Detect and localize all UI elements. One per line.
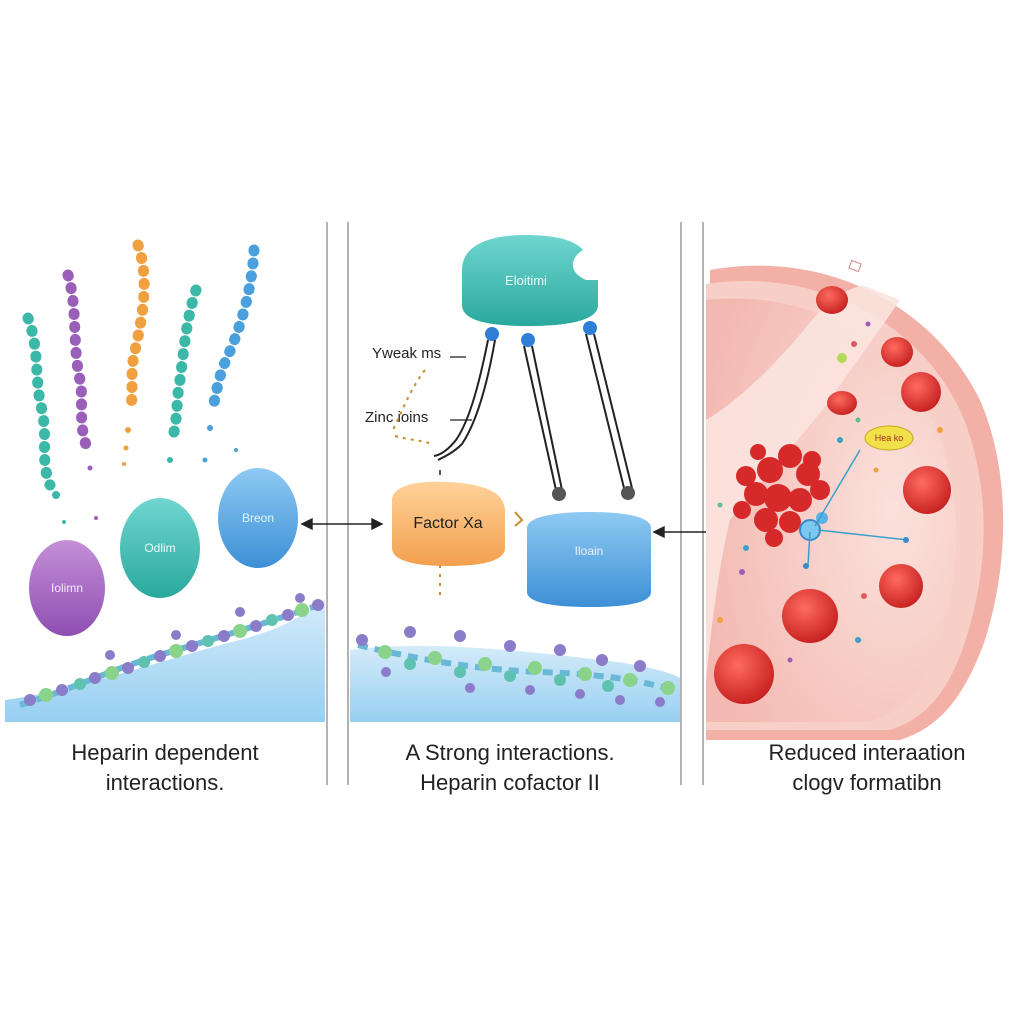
right-panel: Hea ko xyxy=(706,259,1004,740)
dotted-link xyxy=(391,369,426,433)
caption-middle: A Strong interactions. Heparin cofactor … xyxy=(350,738,670,798)
blob-label-teal: Odlim xyxy=(144,541,175,555)
protein-blob-purple: Iolimn xyxy=(29,540,105,636)
tether-end xyxy=(552,487,566,501)
caption-right-line-1: Reduced interaation xyxy=(768,740,966,765)
heparin-chain-middle xyxy=(356,626,675,707)
tag-label: Hea ko xyxy=(875,433,904,443)
tether-end xyxy=(621,486,635,500)
blob-label-blue: Breon xyxy=(242,511,274,525)
caption-left-line-1: Heparin dependent xyxy=(71,740,259,765)
heparin-strands xyxy=(22,239,260,491)
label-weak: Yweak ms xyxy=(372,345,441,362)
middle-panel: Eloitimi Yweak ms Zinc ioins Factor Xa xyxy=(350,235,680,722)
water-surface-middle xyxy=(350,645,680,722)
caption-left-line-2: interactions. xyxy=(105,770,225,795)
binding-molecule xyxy=(799,449,909,569)
water-surface-left xyxy=(5,600,325,722)
heparin-chain-left xyxy=(19,593,324,708)
tether-lines xyxy=(433,333,633,491)
dotted-link xyxy=(514,511,524,527)
double-arrow-left xyxy=(300,517,384,531)
caption-right: Reduced interaation clogv formatibn xyxy=(712,738,1022,798)
bottom-protein-label: Iloain xyxy=(575,544,604,558)
top-protein: Eloitimi xyxy=(462,235,598,347)
caption-left: Heparin dependent interactions. xyxy=(10,738,320,798)
factor-xa-label: Factor Xa xyxy=(413,515,482,532)
label-zinc: Zinc ioins xyxy=(365,409,428,426)
caption-middle-line-2: Heparin cofactor II xyxy=(420,770,600,795)
caption-right-line-2: clogv formatibn xyxy=(792,770,942,795)
caption-middle-line-1: A Strong interactions. xyxy=(405,740,615,765)
red-blood-cells xyxy=(714,286,951,704)
scatter-dots xyxy=(52,425,238,524)
factor-xa: Factor Xa xyxy=(392,481,505,566)
clot-cluster xyxy=(733,444,830,547)
dotted-link xyxy=(394,435,433,445)
top-protein-label: Eloitimi xyxy=(505,273,547,288)
left-panel: Breon Odlim Iolimn xyxy=(5,239,325,722)
tag-badge: Hea ko xyxy=(864,425,914,451)
particles xyxy=(717,321,943,663)
bottom-protein: Iloain xyxy=(527,512,651,607)
blob-label-purple: Iolimn xyxy=(51,581,83,595)
protein-blob-teal: Odlim xyxy=(120,498,200,598)
protein-blob-blue: Breon xyxy=(218,468,298,568)
